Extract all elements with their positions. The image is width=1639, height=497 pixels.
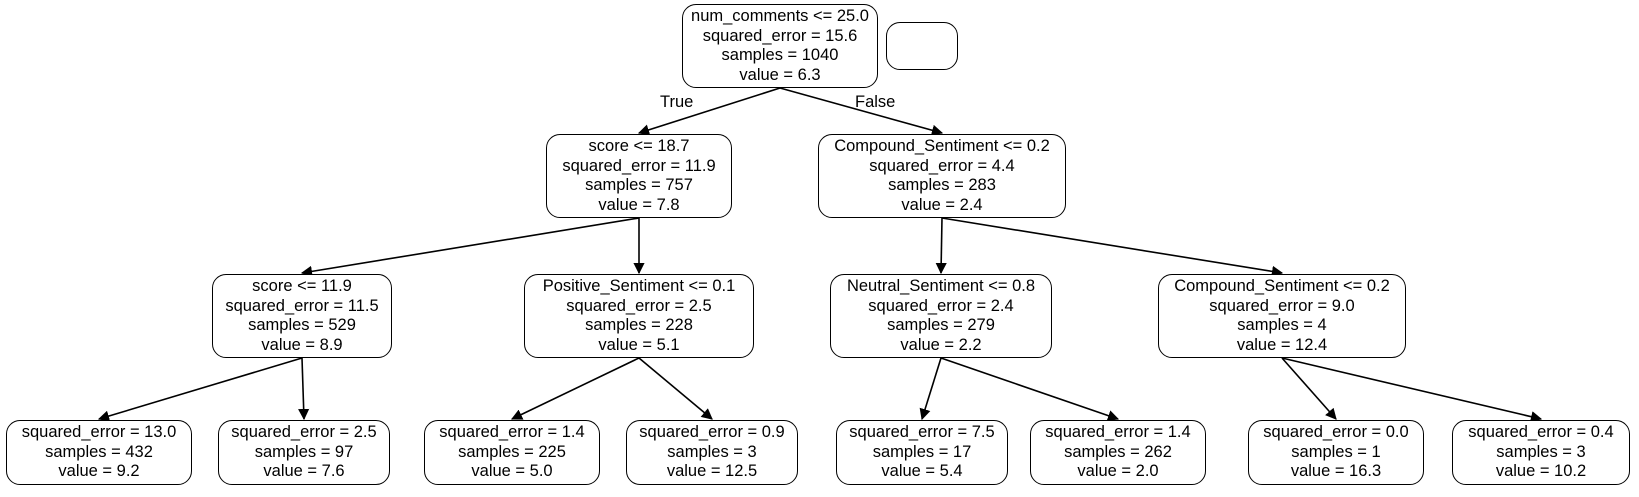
node-value: value = 8.9	[261, 335, 343, 354]
node-value: value = 10.2	[1495, 462, 1587, 481]
node-squared-error: squared_error = 4.4	[869, 156, 1015, 175]
tree-edge	[298, 357, 310, 421]
node-value: value = 6.3	[739, 65, 821, 84]
node-samples: samples = 97	[254, 442, 354, 461]
node-squared-error: squared_error = 2.5	[566, 296, 712, 315]
node-value: value = 12.5	[666, 462, 758, 481]
node-squared-error: squared_error = 2.5	[231, 423, 377, 442]
node-samples: samples = 279	[887, 316, 995, 334]
tree-edge	[638, 357, 713, 420]
node-condition: Compound_Sentiment <= 0.2	[1174, 277, 1390, 295]
node-samples: samples = 17	[872, 442, 972, 461]
tree-edge	[1281, 357, 1337, 420]
node-samples: samples = 529	[248, 316, 356, 334]
tree-edge	[940, 357, 1120, 422]
node-squared-error: squared_error = 13.0	[21, 423, 177, 442]
node-value: value = 5.4	[881, 462, 963, 481]
tree-edge-label: False	[855, 93, 896, 111]
node-value: value = 5.1	[598, 335, 680, 354]
node-condition: score <= 18.7	[588, 137, 690, 155]
node-squared-error: squared_error = 2.4	[868, 296, 1014, 315]
node-samples: samples = 228	[585, 316, 693, 334]
node-samples: samples = 432	[45, 442, 153, 461]
node-samples: samples = 3	[667, 442, 757, 461]
tree-edge	[1281, 357, 1543, 423]
node-condition: num_comments <= 25.0	[691, 7, 869, 25]
node-squared-error: squared_error = 0.0	[1263, 423, 1409, 442]
node-condition: Positive_Sentiment <= 0.1	[542, 277, 736, 295]
node-value: value = 7.6	[263, 462, 345, 481]
tree-edge	[919, 357, 942, 421]
node-value: value = 2.2	[900, 335, 982, 354]
node-value: value = 12.4	[1236, 335, 1328, 354]
node-samples: samples = 225	[458, 442, 566, 461]
node-samples: samples = 3	[1496, 442, 1586, 461]
node-condition: Neutral_Sentiment <= 0.8	[846, 277, 1036, 295]
node-condition: Compound_Sentiment <= 0.2	[834, 137, 1050, 155]
tree-edge	[935, 217, 947, 275]
tree-empty-node	[886, 22, 958, 70]
node-samples: samples = 1	[1291, 442, 1381, 461]
node-squared-error: squared_error = 0.4	[1468, 423, 1614, 442]
node-squared-error: squared_error = 7.5	[849, 423, 995, 442]
tree-edge	[97, 357, 303, 422]
node-squared-error: squared_error = 1.4	[1045, 423, 1191, 442]
node-value: value = 9.2	[58, 462, 140, 481]
node-samples: samples = 262	[1064, 442, 1172, 461]
tree-edge	[510, 357, 640, 420]
tree-edge	[941, 217, 1284, 277]
node-samples: samples = 1040	[721, 46, 839, 64]
node-samples: samples = 283	[888, 176, 996, 194]
node-value: value = 2.4	[901, 195, 983, 214]
node-value: value = 7.8	[598, 195, 680, 214]
node-squared-error: squared_error = 11.5	[225, 296, 379, 315]
node-squared-error: squared_error = 9.0	[1209, 296, 1355, 315]
node-squared-error: squared_error = 11.9	[562, 156, 716, 175]
node-squared-error: squared_error = 0.9	[639, 423, 785, 442]
node-samples: samples = 4	[1237, 316, 1327, 334]
node-squared-error: squared_error = 1.4	[439, 423, 585, 442]
node-value: value = 2.0	[1077, 462, 1159, 481]
node-condition: score <= 11.9	[252, 277, 352, 295]
node-squared-error: squared_error = 15.6	[702, 26, 858, 45]
tree-edge	[300, 217, 640, 277]
node-samples: samples = 757	[585, 176, 693, 194]
tree-edge-label: True	[660, 93, 694, 111]
node-value: value = 5.0	[471, 462, 553, 481]
node-value: value = 16.3	[1290, 462, 1382, 481]
